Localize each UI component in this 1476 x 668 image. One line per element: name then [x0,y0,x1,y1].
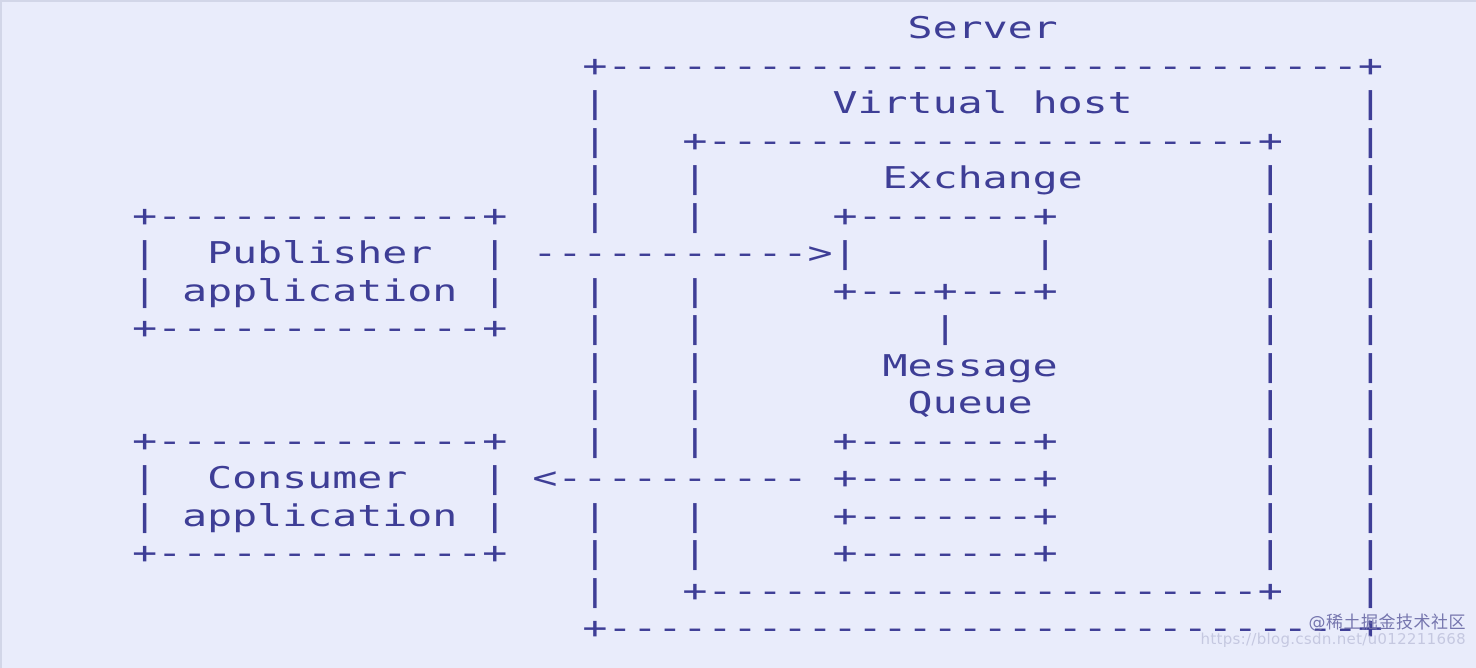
ascii-art-diagram: Server +------------------------------+ … [132,11,1383,646]
